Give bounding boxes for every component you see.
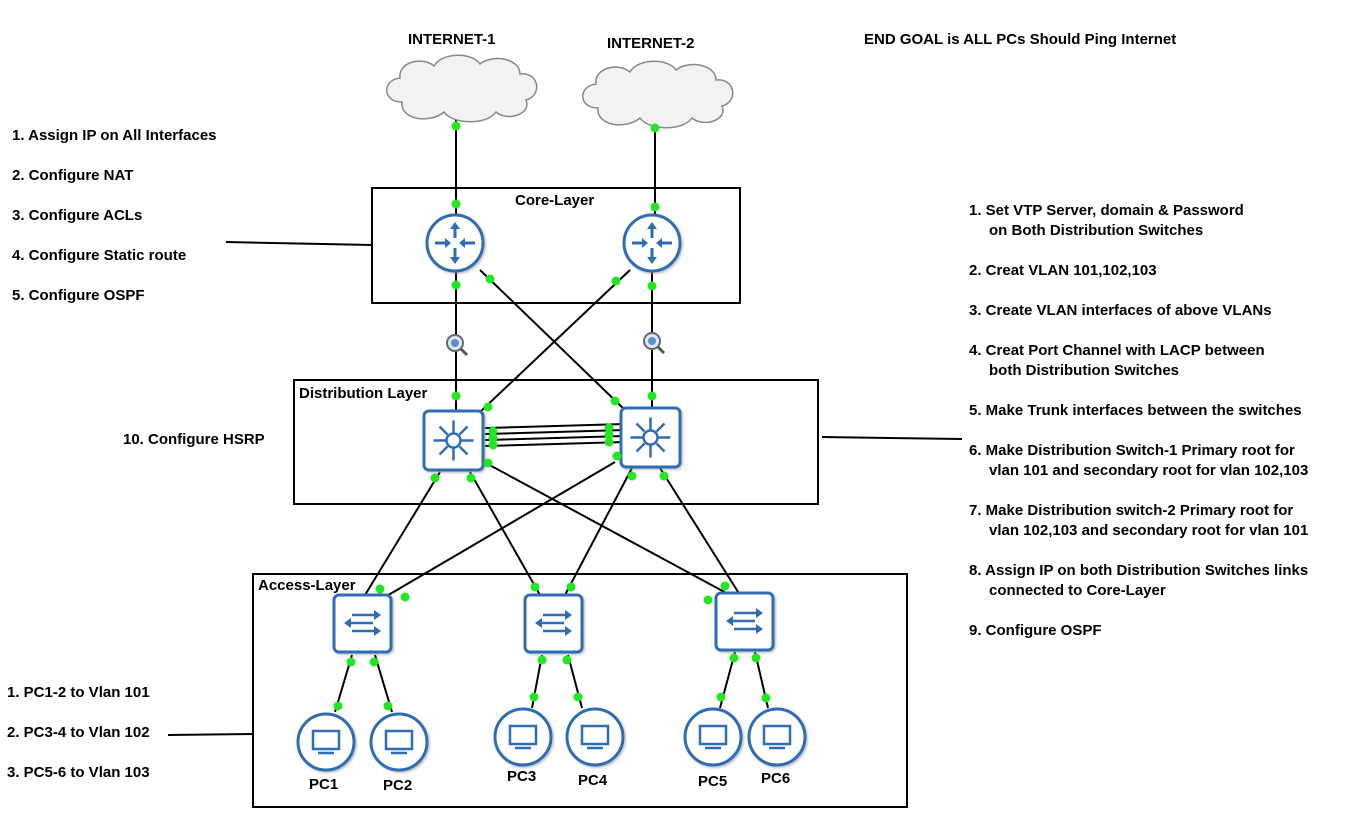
dist-task-1a: 1. Set VTP Server, domain & Password (969, 202, 1244, 219)
pointer-core-tasks (225, 241, 373, 246)
link-router1-dsw2 (479, 269, 626, 411)
link-status-dots (333, 121, 771, 711)
dist-task-9: 9. Configure OSPF (969, 622, 1102, 639)
dist-task-3: 3. Create VLAN interfaces of above VLANs (969, 302, 1272, 319)
pc-icon (747, 707, 807, 767)
dist-task-8b: connected to Core-Layer (989, 582, 1166, 599)
pc-label: PC3 (507, 768, 537, 785)
vlan-task-2: 2. PC3-4 to Vlan 102 (7, 724, 150, 741)
dist-task-7b: vlan 102,103 and secondary root for vlan… (989, 522, 1309, 539)
link-router2-dsw1 (479, 269, 631, 413)
port-channel-line-3 (484, 435, 626, 441)
distribution-layer-box (293, 379, 819, 505)
multilayer-switch-icon (619, 406, 682, 469)
dist-task-6a: 6. Make Distribution Switch-1 Primary ro… (969, 442, 1295, 459)
internet1-label: INTERNET-1 (408, 31, 496, 48)
access-switch-icon (714, 591, 775, 652)
core-task-1: 1. Assign IP on All Interfaces (12, 127, 217, 144)
core-layer-box (371, 187, 741, 304)
dist-task-6b: vlan 101 and secondary root for vlan 102… (989, 462, 1309, 479)
dist-task-2: 2. Creat VLAN 101,102,103 (969, 262, 1157, 279)
dist-task-8a: 8. Assign IP on both Distribution Switch… (969, 562, 1309, 579)
pc-label: PC2 (383, 777, 413, 794)
router-icon (425, 213, 485, 273)
magnifier-icon (446, 334, 469, 357)
port-channel-line-1 (484, 423, 626, 429)
access-layer-box (252, 573, 908, 808)
core-task-4: 4. Configure Static route (12, 247, 187, 264)
port-channel-line-4 (484, 441, 626, 447)
core-task-3: 3. Configure ACLs (12, 207, 143, 224)
access-switch-icon (332, 593, 393, 654)
core-layer-title: Core-Layer (515, 192, 595, 209)
access-switch-icon (523, 593, 584, 654)
cloud-icon (582, 60, 734, 129)
pc-label: PC4 (578, 772, 608, 789)
internet2-label: INTERNET-2 (607, 35, 695, 52)
pc-icon (369, 712, 429, 772)
dist-task-7a: 7. Make Distribution switch-2 Primary ro… (969, 502, 1294, 519)
dist-task-4b: both Distribution Switches (989, 362, 1179, 379)
dist-task-5: 5. Make Trunk interfaces between the swi… (969, 402, 1302, 419)
distribution-layer-title: Distribution Layer (299, 385, 428, 402)
pc-label: PC6 (761, 770, 791, 787)
pc-label: PC5 (698, 773, 728, 790)
pointer-hsrp (821, 436, 963, 440)
dist-task-1b: on Both Distribution Switches (989, 222, 1204, 239)
vlan-task-3: 3. PC5-6 to Vlan 103 (7, 764, 150, 781)
hsrp-task: 10. Configure HSRP (123, 431, 265, 448)
cloud-icon (386, 54, 538, 123)
access-layer-title: Access-Layer (258, 577, 356, 594)
router-icon (622, 213, 682, 273)
magnifier-icon (643, 332, 666, 355)
pc-icon (296, 712, 356, 772)
core-task-2: 2. Configure NAT (12, 167, 134, 184)
pc-icon (683, 707, 743, 767)
dist-task-4a: 4. Creat Port Channel with LACP between (969, 342, 1265, 359)
core-task-5: 5. Configure OSPF (12, 287, 145, 304)
pc-icon (565, 707, 625, 767)
pc-label: PC1 (309, 776, 339, 793)
pointer-vlan-tasks (167, 733, 253, 736)
vlan-task-1: 1. PC1-2 to Vlan 101 (7, 684, 150, 701)
pc-icon (493, 707, 553, 767)
port-channel-line-2 (484, 429, 626, 435)
link-dsw1-asw3 (483, 461, 731, 596)
end-goal-text: END GOAL is ALL PCs Should Ping Internet (864, 31, 1177, 48)
multilayer-switch-icon (422, 409, 485, 472)
